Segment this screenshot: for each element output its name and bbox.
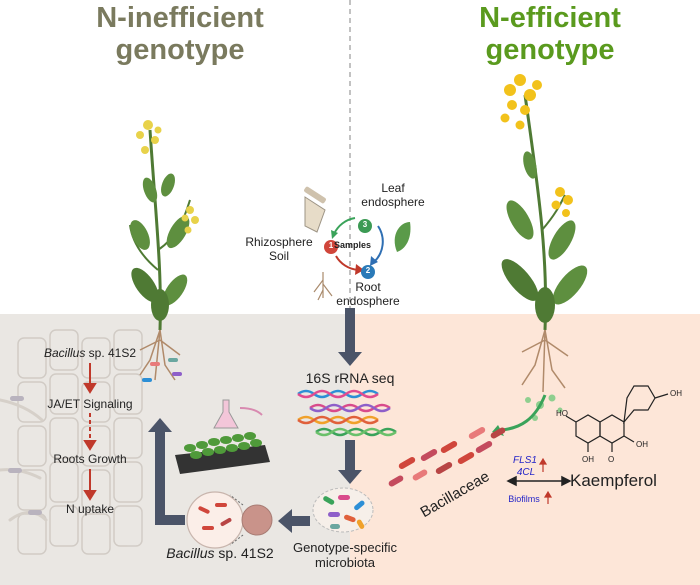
microbiota-line2: microbiota [315, 555, 375, 570]
root-line1: Root [355, 280, 381, 294]
step-2-number: 2 [365, 266, 371, 275]
leaf-endosphere-label: Leaf endosphere [357, 181, 429, 209]
kaempferol-arrows [506, 475, 572, 487]
green-secretion-arrow [501, 394, 547, 432]
seedling-tray [175, 432, 270, 474]
rhizosphere-label: Rhizosphere Soil [242, 235, 316, 263]
root-endosphere-label: Root endosphere [331, 280, 405, 308]
4cl-gene-label: 4CL [516, 467, 536, 478]
bacteria-left-roots [142, 358, 182, 382]
bacillaceae-stream [388, 427, 506, 487]
isolate-italic: Bacillus [166, 545, 215, 561]
return-arrow [148, 418, 185, 525]
left-plant-illustration [129, 120, 199, 381]
right-title: N-efficient genotype [450, 2, 650, 66]
biofilms-label: Biofilms [508, 494, 540, 504]
rhizo-line2: Soil [268, 249, 289, 263]
step-3-number: 3 [362, 220, 368, 229]
root-cell-pattern [17, 329, 143, 555]
pathway-arrows [83, 363, 97, 501]
kaempferol-structure [565, 385, 669, 452]
leaf-line1: Leaf [381, 181, 405, 195]
isolate-arrow [278, 509, 310, 533]
leaf-icon [394, 222, 411, 252]
microbiota-label: Genotype-specific microbiota [280, 540, 410, 570]
samples-label: Samples [334, 240, 372, 250]
bacteria-cells-left [8, 396, 42, 515]
isolate-rest: sp. 41S2 [214, 545, 274, 561]
right-title-line1: N-efficient [479, 2, 621, 34]
isolate-dish [186, 491, 273, 549]
sampling-cycle [324, 217, 384, 279]
dna-strands [297, 389, 397, 437]
isolate-label: Bacillus sp. 41S2 [150, 545, 290, 561]
pathway-strain-rest: sp. 41S2 [85, 346, 137, 360]
leaf-line2: endosphere [361, 195, 425, 209]
fls1-gene-label: FLS1 [513, 455, 537, 466]
flask-icon [213, 399, 263, 429]
left-title-line1: N-inefficient [96, 2, 264, 34]
roots-growth-label: Roots Growth [53, 452, 127, 466]
right-plant-illustration [500, 74, 588, 421]
root-line2: endosphere [336, 294, 400, 308]
rhizo-line1: Rhizosphere [245, 235, 313, 249]
microbiota-line1: Genotype-specific [292, 540, 398, 555]
up-arrows [538, 457, 553, 504]
n-uptake-label: N uptake [65, 502, 115, 516]
pathway-strain-italic: Bacillus [43, 346, 86, 360]
pathway-strain-label: Bacillus sp. 41S2 [40, 346, 140, 360]
svg-text:OH: OH [636, 440, 648, 449]
left-title: N-inefficient genotype [80, 2, 280, 66]
sample-tube-icon [304, 186, 326, 233]
soil-right-region [350, 314, 700, 585]
microbiota-cluster [312, 487, 374, 533]
svg-text:OH: OH [582, 455, 594, 464]
step-1-number: 1 [328, 241, 334, 250]
center-flow-arrows [338, 308, 362, 484]
seq-label: 16S rRNA seq [305, 370, 395, 386]
svg-text:OH: OH [670, 389, 682, 398]
kaempferol-labels: HO OH O OH OH [556, 389, 682, 464]
ja-et-signaling-label: JA/ET Signaling [47, 397, 133, 411]
left-title-line2: genotype [115, 34, 245, 66]
root-icon [313, 272, 333, 301]
kaempferol-label: Kaempferol [570, 471, 657, 490]
svg-text:O: O [608, 455, 614, 464]
right-title-line2: genotype [485, 34, 615, 66]
svg-text:HO: HO [556, 409, 568, 418]
